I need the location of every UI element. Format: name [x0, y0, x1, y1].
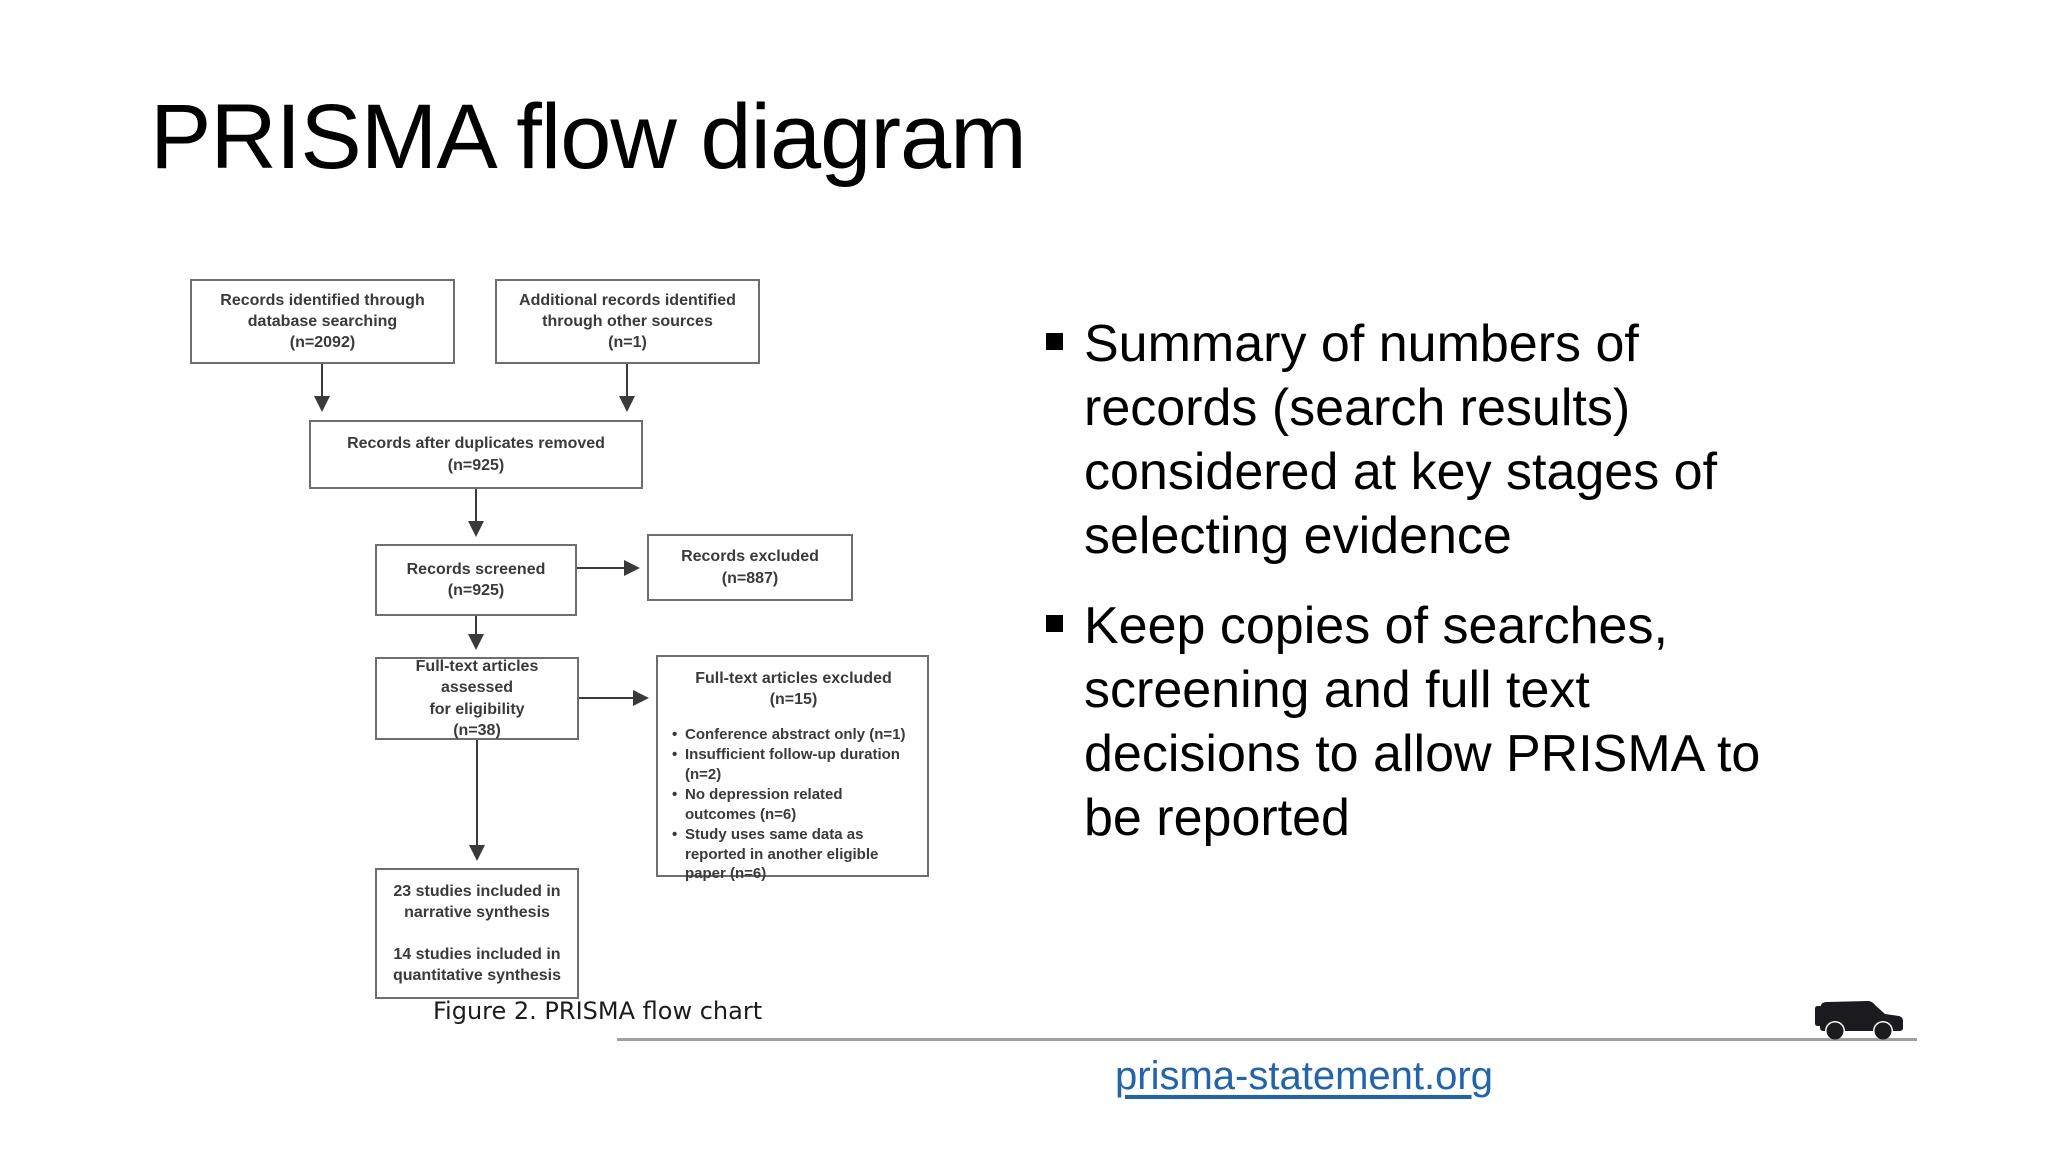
exclusion-reason: • Study uses same data as reported in an…	[672, 825, 915, 884]
bullet-dot-icon: •	[672, 786, 678, 804]
slide-bullet-text: Keep copies of searches, screening and f…	[1084, 597, 1761, 847]
flow-box-additional-records: Additional records identified through ot…	[495, 279, 760, 364]
slide-bullet-list: Summary of numbers of records (search re…	[1046, 312, 1946, 876]
prisma-statement-link[interactable]: prisma-statement.org	[1115, 1054, 1493, 1098]
slide-bullet: Keep copies of searches, screening and f…	[1046, 594, 1946, 850]
exclusion-reason: • Insufficient follow-up duration (n=2)	[672, 745, 915, 784]
exclusion-reason-text: Study uses same data as reported in anot…	[685, 826, 879, 883]
slide-bullet: Summary of numbers of records (search re…	[1046, 312, 1946, 568]
exclusion-reason-text: Conference abstract only (n=1)	[685, 725, 906, 743]
flow-box-duplicates-removed: Records after duplicates removed (n=925)	[309, 420, 643, 489]
square-bullet-icon	[1046, 615, 1063, 632]
exclusion-reason-text: Insufficient follow-up duration (n=2)	[685, 746, 900, 783]
slide-bullet-text: Summary of numbers of records (search re…	[1084, 315, 1718, 565]
flow-box-records-screened: Records screened (n=925)	[375, 544, 577, 616]
jeep-car-icon	[1815, 1001, 1903, 1040]
flow-box-fulltext-assessed: Full-text articles assessed for eligibil…	[375, 657, 579, 740]
page-title: PRISMA flow diagram	[150, 86, 1027, 188]
fulltext-excluded-title: Full-text articles excluded (n=15)	[695, 670, 892, 708]
flow-box-studies-included: 23 studies included in narrative synthes…	[375, 868, 579, 999]
flow-box-records-identified: Records identified through database sear…	[190, 279, 455, 364]
bullet-dot-icon: •	[672, 725, 678, 743]
exclusion-reason: • No depression related outcomes (n=6)	[672, 785, 915, 824]
bullet-dot-icon: •	[672, 826, 678, 844]
flow-box-records-excluded: Records excluded (n=887)	[647, 534, 853, 601]
flow-box-fulltext-excluded: Full-text articles excluded (n=15) • Con…	[656, 655, 929, 882]
exclusion-reason-text: No depression related outcomes (n=6)	[685, 786, 843, 823]
figure-caption: Figure 2. PRISMA flow chart	[433, 997, 763, 1025]
footer-divider-line	[617, 1038, 1917, 1041]
footer-link-container: prisma-statement.org	[1104, 1054, 1504, 1099]
exclusion-reason: • Conference abstract only (n=1)	[672, 725, 915, 745]
bullet-dot-icon: •	[672, 746, 678, 764]
square-bullet-icon	[1046, 333, 1063, 350]
